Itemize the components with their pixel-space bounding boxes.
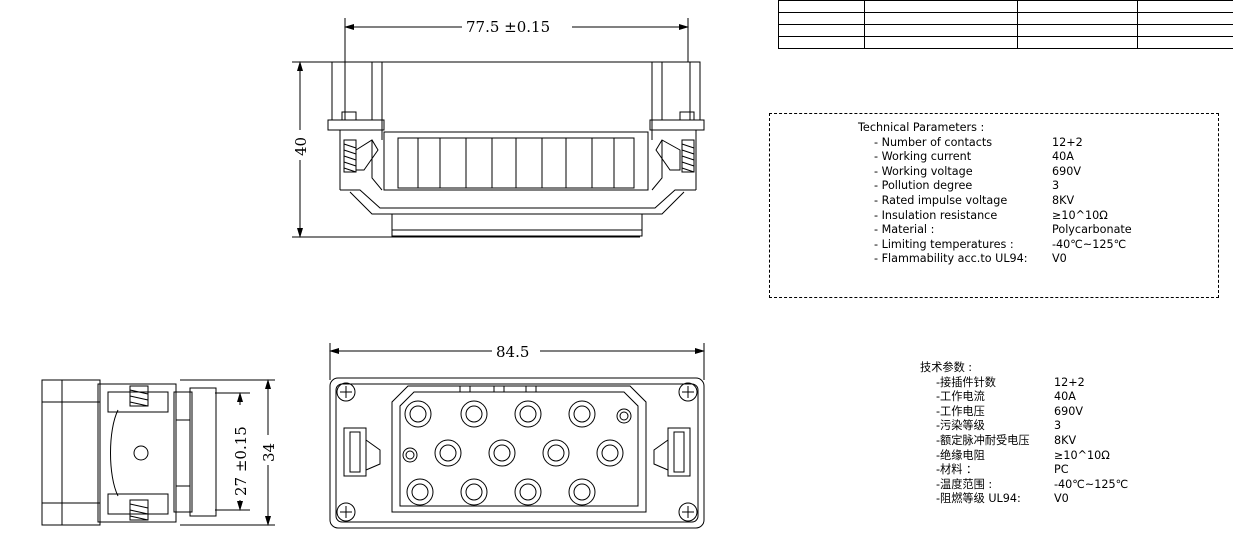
dim-top-height: 40 xyxy=(292,137,310,156)
param-value: ≥10^10Ω xyxy=(1054,448,1110,462)
table-row xyxy=(777,12,1233,25)
param-row: -污染等级 3 xyxy=(936,419,1128,434)
param-value: 12+2 xyxy=(1052,135,1083,149)
param-label: -工作电流 xyxy=(936,390,985,404)
param-row: -阻燃等级 UL94: V0 xyxy=(936,492,1128,507)
param-label: - Working voltage xyxy=(874,164,973,178)
param-label: -材料 ： xyxy=(936,463,978,477)
table-row xyxy=(777,36,1233,49)
param-label: - Flammability acc.to UL94: xyxy=(874,252,1028,266)
param-value: 690V xyxy=(1054,404,1084,418)
param-label: -工作电压 xyxy=(936,404,985,418)
param-row: - Rated impulse voltage 8KV xyxy=(874,194,1132,209)
param-row: -温度范围 : -40℃~125℃ xyxy=(936,478,1128,493)
dim-top-width: 77.5 ±0.15 xyxy=(466,18,550,36)
title-block-table xyxy=(777,0,1233,49)
param-value: 3 xyxy=(1052,179,1060,193)
param-value: 12+2 xyxy=(1054,375,1085,389)
param-value: 690V xyxy=(1052,164,1082,178)
param-value: -40℃~125℃ xyxy=(1052,237,1127,251)
param-label: - Number of contacts xyxy=(874,135,993,149)
param-row: -额定脉冲耐受电压 8KV xyxy=(936,434,1128,449)
table-cell xyxy=(1017,36,1139,49)
table-cell xyxy=(777,36,866,49)
tech-params-cn: 技术参数 : -接插件针数 12+2 -工作电流 40A -工作电压 690V -污染等级 3… xyxy=(920,361,1128,507)
param-row: - Working current 40A xyxy=(874,150,1132,165)
param-row: - Limiting temperatures : -40℃~125℃ xyxy=(874,238,1132,253)
param-label: -温度范围 : xyxy=(936,477,993,491)
param-row: -工作电流 40A xyxy=(936,390,1128,405)
param-row: - Insulation resistance ≥10^10Ω xyxy=(874,209,1132,224)
tech-params-en: Technical Parameters : - Number of conta… xyxy=(858,121,1132,267)
table-cell xyxy=(1017,24,1139,37)
table-cell xyxy=(1137,0,1233,13)
side-view xyxy=(41,379,275,526)
param-label: -绝缘电阻 xyxy=(936,448,985,462)
table-cell xyxy=(864,12,1019,25)
param-label: -阻燃等级 UL94: xyxy=(936,492,1021,506)
table-cell xyxy=(1017,12,1139,25)
tech-params-cn-title: 技术参数 : xyxy=(920,361,973,374)
param-label: - Pollution degree xyxy=(874,179,973,193)
param-label: - Rated impulse voltage xyxy=(874,193,1008,207)
param-row: - Material : Polycarbonate xyxy=(874,223,1132,238)
table-cell xyxy=(1137,36,1233,49)
dim-bottom-width: 84.5 xyxy=(496,343,529,361)
param-value: -40℃~125℃ xyxy=(1054,477,1129,491)
param-row: - Working voltage 690V xyxy=(874,165,1132,180)
table-cell xyxy=(1017,0,1139,13)
table-cell xyxy=(1137,12,1233,25)
table-cell xyxy=(777,12,866,25)
param-value: Polycarbonate xyxy=(1052,223,1132,237)
table-cell xyxy=(1137,24,1233,37)
param-label: - Limiting temperatures : xyxy=(874,237,1014,251)
param-label: -接插件针数 xyxy=(936,375,996,389)
tech-params-en-title: Technical Parameters : xyxy=(858,121,985,134)
param-value: ≥10^10Ω xyxy=(1052,208,1108,222)
table-cell xyxy=(864,24,1019,37)
dim-side-inner: 27 ±0.15 xyxy=(232,426,250,496)
param-label: -污染等级 xyxy=(936,419,985,433)
top-view xyxy=(292,18,705,238)
table-row xyxy=(777,0,1233,13)
param-row: - Number of contacts 12+2 xyxy=(874,136,1132,151)
param-value: 40A xyxy=(1054,390,1076,404)
param-row: -绝缘电阻 ≥10^10Ω xyxy=(936,449,1128,464)
param-value: V0 xyxy=(1054,492,1069,506)
param-row: -材料 ： PC xyxy=(936,463,1128,478)
param-row: - Flammability acc.to UL94: V0 xyxy=(874,252,1132,267)
table-cell xyxy=(777,0,866,13)
param-row: -接插件针数 12+2 xyxy=(936,376,1128,391)
table-cell xyxy=(864,36,1019,49)
param-label: -额定脉冲耐受电压 xyxy=(936,433,1030,447)
param-value: V0 xyxy=(1052,252,1067,266)
param-value: 8KV xyxy=(1054,433,1077,447)
param-value: 3 xyxy=(1054,419,1062,433)
param-value: 8KV xyxy=(1052,193,1075,207)
table-cell xyxy=(864,0,1019,13)
param-row: - Pollution degree 3 xyxy=(874,179,1132,194)
param-value: 40A xyxy=(1052,150,1074,164)
tech-params-box xyxy=(769,113,1219,298)
front-view xyxy=(329,343,705,529)
param-label: - Working current xyxy=(874,150,972,164)
param-value: PC xyxy=(1054,463,1069,477)
table-cell xyxy=(777,24,866,37)
param-row: -工作电压 690V xyxy=(936,405,1128,420)
dim-side-outer: 34 xyxy=(260,443,278,462)
param-label: - Material : xyxy=(874,223,935,237)
param-label: - Insulation resistance xyxy=(874,208,998,222)
table-row xyxy=(777,24,1233,37)
